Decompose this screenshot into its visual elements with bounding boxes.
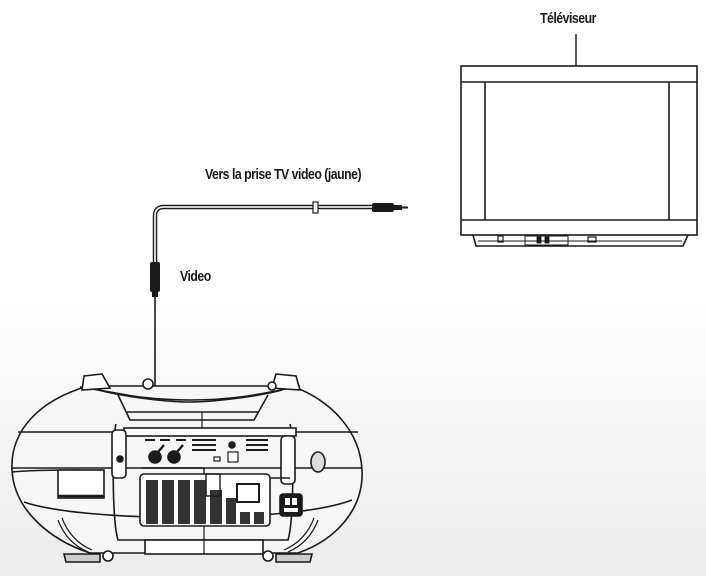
video-port-label: Video: [180, 268, 211, 285]
video-cable: [150, 201, 408, 447]
cable-label: Vers la prise TV video (jaune): [205, 166, 362, 183]
portable-player-icon: [11, 373, 363, 563]
television-icon: [460, 34, 698, 247]
tv-label: Téléviseur: [540, 10, 596, 27]
